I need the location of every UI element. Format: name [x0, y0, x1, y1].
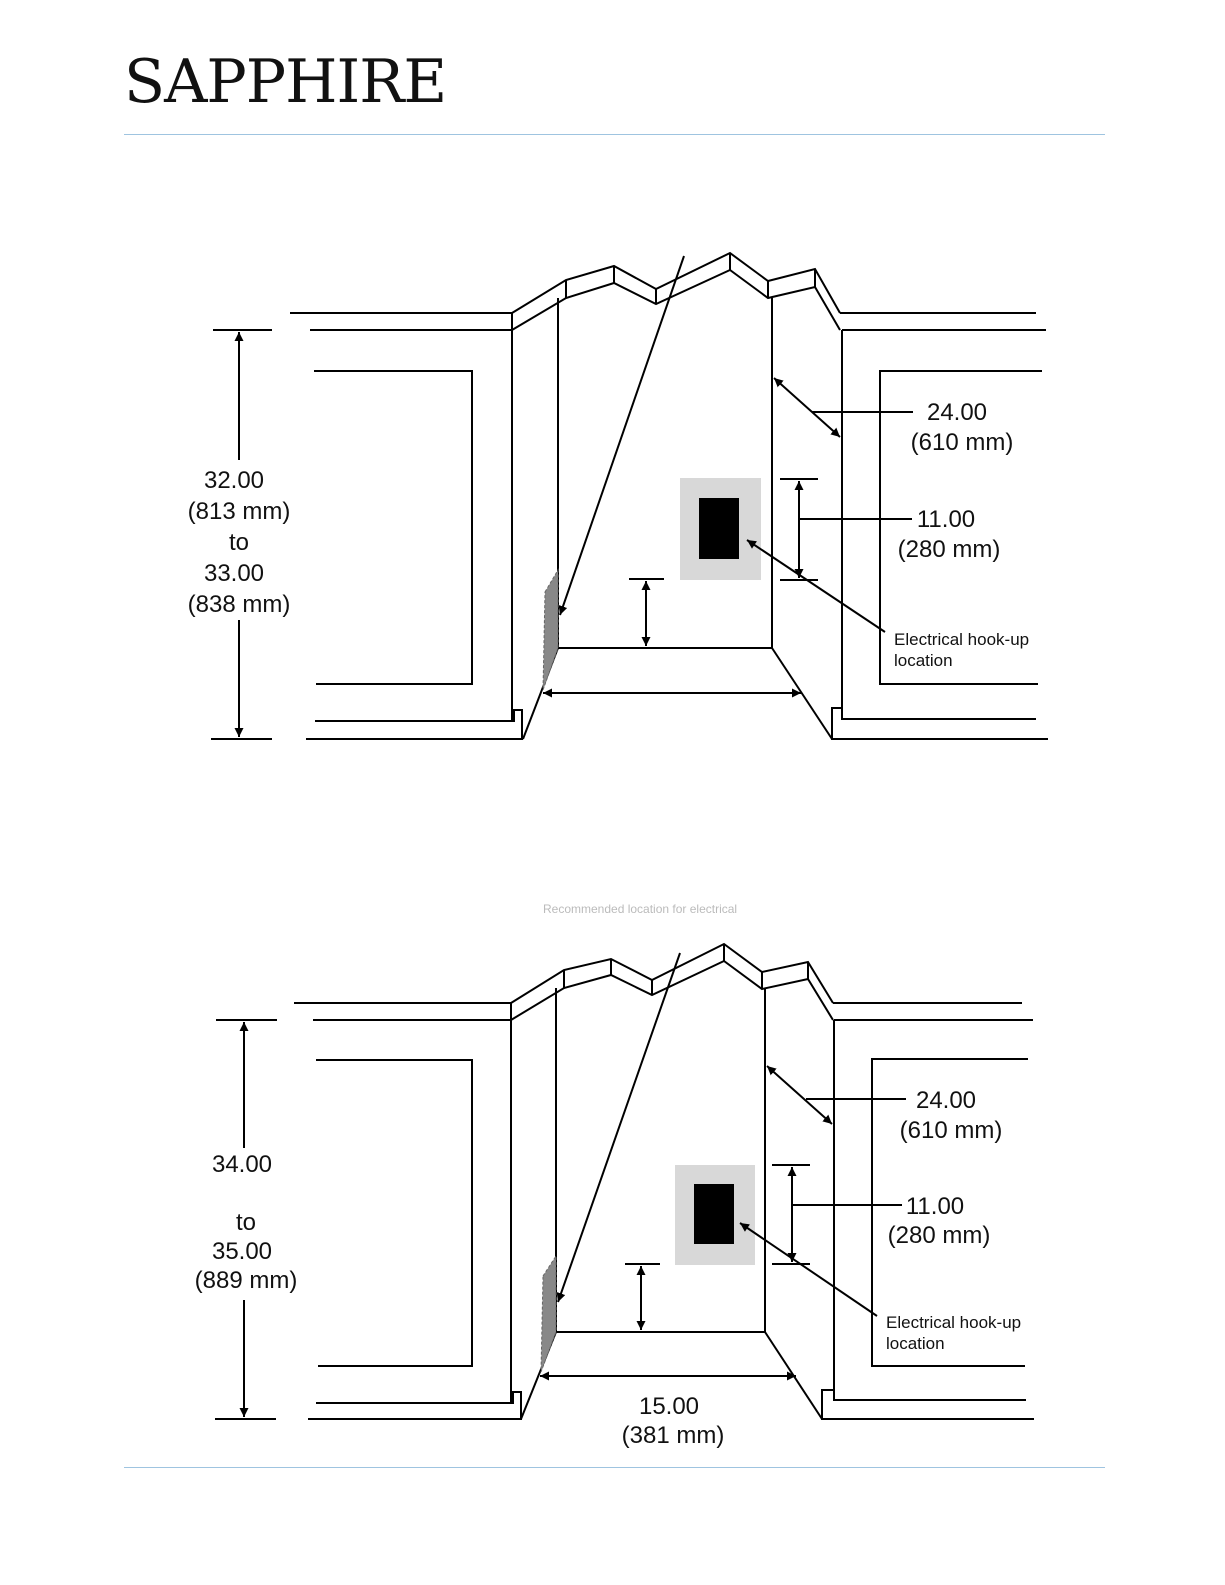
back-wall-tear-top	[512, 253, 840, 313]
outlet-height-label-1: 11.00	[917, 506, 975, 533]
outlet-height-label-b2: (280 mm)	[888, 1222, 991, 1249]
depth-dim	[774, 378, 840, 437]
height-label-b2: to	[236, 1209, 256, 1236]
callout-label-b2: location	[886, 1334, 945, 1353]
diagram-top-labels: 32.00 (813 mm) to 33.00 (838 mm) 24.00 (…	[188, 399, 1029, 670]
depth-label-b2: (610 mm)	[900, 1117, 1003, 1144]
depth-label-2: (610 mm)	[911, 429, 1014, 456]
outlet-height-label-2: (280 mm)	[898, 536, 1001, 563]
height-label-b3: 35.00	[212, 1238, 272, 1265]
left-cabinet-door	[314, 371, 472, 684]
height-label-b1: 34.00	[212, 1151, 272, 1178]
height-label-3: to	[229, 529, 249, 556]
left-cabinet-base	[306, 710, 522, 739]
height-label-5: (838 mm)	[188, 591, 291, 618]
side-hatch	[543, 570, 558, 690]
height-label-b4: (889 mm)	[195, 1267, 298, 1294]
outlet-box-bottom	[694, 1184, 734, 1244]
diagram-bottom-labels: 34.00 to 35.00 (889 mm) 24.00 (610 mm) 1…	[195, 1087, 1021, 1449]
width-label-b2: (381 mm)	[622, 1422, 725, 1449]
depth-label-b1: 24.00	[916, 1087, 976, 1114]
callout-label-b1: Electrical hook-up	[886, 1313, 1021, 1332]
outlet-box	[699, 498, 739, 559]
outlet-height-label-b1: 11.00	[906, 1193, 964, 1220]
callout-label-2: location	[894, 651, 953, 670]
width-label-b1: 15.00	[639, 1393, 699, 1420]
height-label-2: (813 mm)	[188, 498, 291, 525]
callout-label-1: Electrical hook-up	[894, 630, 1029, 649]
callout-leader	[747, 540, 885, 632]
height-label-4: 33.00	[204, 560, 264, 587]
depth-label-1: 24.00	[927, 399, 987, 426]
leader-diagonal	[560, 256, 684, 615]
faint-caption: Recommended location for electrical	[543, 902, 737, 916]
height-label-1: 32.00	[204, 467, 264, 494]
right-cabinet-base	[832, 708, 1048, 739]
